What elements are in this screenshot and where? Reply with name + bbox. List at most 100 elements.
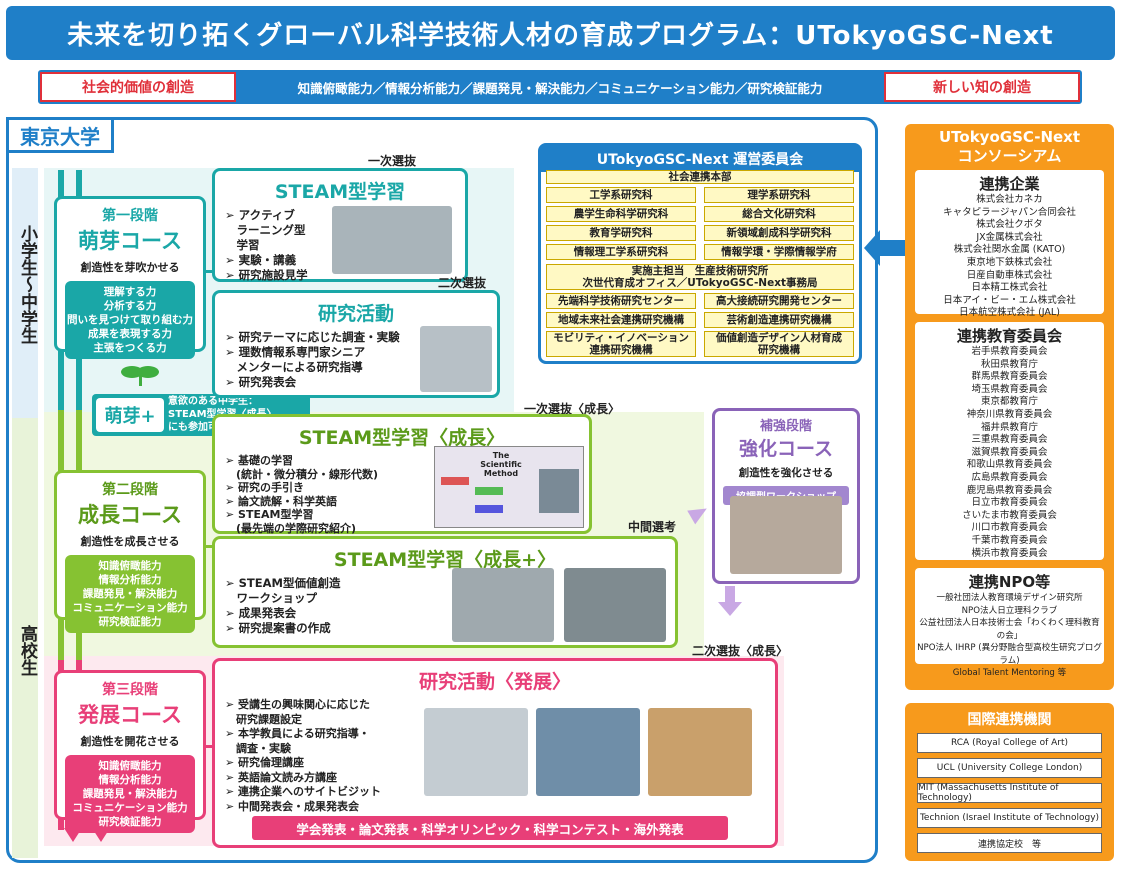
board-item: 鹿児島県教育委員会 <box>966 484 1053 496</box>
company-item: 日本航空株式会社 (JAL) <box>959 307 1060 319</box>
npo-box: 連携NPO等 一般社団法人教育環境デザイン研究所 NPO法人日立理科クラブ 公益… <box>915 568 1104 678</box>
npo-item: NPO法人 IHRP (異分野融合型高校生研究プログラム) <box>917 643 1102 666</box>
stage1-label: 第一段階 <box>102 208 158 224</box>
lab-photo <box>424 708 528 796</box>
company-item: 日本アイ・ビー・エム株式会社 <box>943 294 1076 306</box>
university-tag: 東京大学 <box>6 117 114 153</box>
value-right: 新しい知の創造 <box>884 72 1080 102</box>
committee-cell: 先端科学技術研究センター <box>546 293 696 309</box>
board-item: 三重県教育委員会 <box>971 434 1048 446</box>
workshop-photo <box>730 496 842 574</box>
skill-item: 研究検証能力 <box>98 816 162 828</box>
slide-shape <box>441 477 469 485</box>
skill-item: 理解する力 <box>103 286 157 298</box>
list-item: ➢ 連携企業へのサイトビジット <box>225 785 382 798</box>
steam1-title: STEAM型学習 <box>274 181 406 203</box>
stage2-name: 成長コース <box>78 503 182 527</box>
board-item: 秋田県教育庁 <box>980 358 1038 370</box>
international-item: RCA (Royal College of Art) <box>917 733 1102 753</box>
selection-label: 一次選抜〈成長〉 <box>524 402 621 416</box>
research2-list: ➢ 受講生の興味関心に応じた 研究課題設定 ➢ 本学教員による研究指導・ 調査・… <box>225 698 765 814</box>
committee-cell: 地域未来社会連携研究機構 <box>546 312 696 328</box>
committee-cell: 新領域創成科学研究科 <box>704 225 854 241</box>
stage2-label: 第二段階 <box>102 482 158 498</box>
slide-title: The Scientific Method <box>480 451 522 478</box>
list-item: (統計・微分積分・線形代数) <box>225 467 379 481</box>
stage1-desc: 創造性を芽吹かせる <box>80 261 180 274</box>
international-item: Technion (Israel Institute of Technology… <box>917 808 1102 828</box>
companies-list: 株式会社カネカ キャタピラージャパン合同会社 株式会社クボタ JX金属株式会社 … <box>915 194 1104 320</box>
boards-title: 連携教育委員会 <box>956 327 1062 345</box>
company-item: 東京地下鉄株式会社 <box>966 256 1053 268</box>
stage2-card: 第二段階 成長コース 創造性を成長させる 知識俯瞰能力 情報分析能力 課題発見・… <box>54 470 206 633</box>
board-item: 千葉市教育委員会 <box>971 534 1048 546</box>
international-item: 連携協定校 等 <box>917 833 1102 853</box>
board-item: 岩手県教育委員会 <box>971 346 1048 357</box>
company-item: 株式会社クボタ <box>976 219 1043 231</box>
slide-shape <box>475 505 503 513</box>
list-item: 研究課題設定 <box>225 712 302 726</box>
skill-item: 情報分析能力 <box>98 574 162 586</box>
list-item: ➢ 研究提案書の作成 <box>225 621 331 635</box>
board-item: 埼玉県教育委員会 <box>971 383 1048 395</box>
list-item: ➢ 研究テーマに応じた調査・実験 <box>225 330 400 344</box>
down-arrow-shaft <box>725 586 735 602</box>
consortium-title: UTokyoGSC-Next コンソーシアム <box>938 128 1081 165</box>
board-item: さいたま市教育委員会 <box>962 509 1057 521</box>
skill-item: 主張をつくる力 <box>93 342 167 354</box>
skill-item: 課題発見・解決能力 <box>82 788 178 800</box>
value-left: 社会的価値の創造 <box>40 72 236 102</box>
company-item: JX金属株式会社 <box>976 231 1043 243</box>
list-item: ➢ 受講生の興味関心に応じた <box>225 698 371 711</box>
hokyo-name: 強化コース <box>738 438 834 460</box>
slide-screenshot: The Scientific Method <box>434 446 584 528</box>
committee-cell: 農学生命科学研究科 <box>546 206 696 222</box>
list-item: 調査・実験 <box>225 741 291 755</box>
consortium-panel: UTokyoGSC-Next コンソーシアム 連携企業 株式会社カネカ キャタピ… <box>905 124 1114 690</box>
skill-item: 課題発見・解決能力 <box>82 588 178 600</box>
double-arrow-icon <box>864 226 934 270</box>
npo-item: Global Talent Mentoring 等 <box>952 668 1067 678</box>
stage1-card: 第一段階 萌芽コース 創造性を芽吹かせる 理解する力 分析する力 問いを見つけて… <box>54 196 206 359</box>
board-item: 川口市教育委員会 <box>971 522 1048 534</box>
list-item: ➢ STEAM型価値創造 <box>225 576 341 590</box>
selection-label: 一次選抜 <box>368 154 417 168</box>
stage2-skills: 知識俯瞰能力 情報分析能力 課題発見・解決能力 コミュニケーション能力 研究検証… <box>65 555 195 633</box>
skill-item: 知識俯瞰能力 <box>98 760 162 772</box>
boards-list: 岩手県教育委員会 秋田県教育庁 群馬県教育委員会 埼玉県教育委員会 東京都教育庁… <box>915 346 1104 560</box>
stage3-name: 発展コース <box>78 703 182 727</box>
board-item: 福井県教育庁 <box>980 421 1038 433</box>
selection-label: 中間選考 <box>628 520 677 534</box>
committee-center: 実施主担当 生産技術研究所 次世代育成オフィス／UTokyoGSC-Next事務… <box>546 264 854 290</box>
list-item: 学習 <box>225 238 260 252</box>
list-item: ➢ アクティブ <box>225 208 295 222</box>
stage1-name: 萌芽コース <box>78 229 182 253</box>
committee-cell: 教育学研究科 <box>546 225 696 241</box>
steam3-list: ➢ STEAM型価値創造 ワークショップ ➢ 成果発表会 ➢ 研究提案書の作成 <box>225 576 665 636</box>
skill-item: 成果を表現する力 <box>88 328 172 340</box>
value-middle: 知識俯瞰能力／情報分析能力／課題発見・解決能力／コミュニケーション能力／研究検証… <box>297 80 823 96</box>
steam3-title: STEAM型学習〈成長+〉 <box>333 549 557 571</box>
npo-item: 公益社団法人日本技術士会「わくわく理科教育の会」 <box>919 618 1100 641</box>
list-item: ➢ 基礎の学習 <box>225 454 294 467</box>
committee-cell: 情報学環・学際情報学府 <box>704 244 854 260</box>
npo-item: NPO法人日立理科クラブ <box>961 605 1058 616</box>
skill-item: コミュニケーション能力 <box>72 602 188 614</box>
board-item: 和歌山県教育委員会 <box>966 459 1053 471</box>
companies-box: 連携企業 株式会社カネカ キャタピラージャパン合同会社 株式会社クボタ JX金属… <box>915 170 1104 318</box>
international-item: MIT (Massachusetts Institute of Technolo… <box>917 783 1102 803</box>
board-item: 群馬県教育委員会 <box>971 371 1048 383</box>
committee-cell: 価値創造デザイン人材育成 研究機構 <box>704 331 854 357</box>
npo-list: 一般社団法人教育環境デザイン研究所 NPO法人日立理科クラブ 公益社団法人日本技… <box>915 592 1104 680</box>
international-title: 国際連携機関 <box>967 712 1052 728</box>
company-item: 日本精工株式会社 <box>971 282 1048 294</box>
skill-item: 研究検証能力 <box>98 616 162 628</box>
selection-label: 二次選抜 <box>438 276 487 290</box>
company-item: 株式会社カネカ <box>976 194 1043 205</box>
speaker-video <box>539 469 579 513</box>
npo-title: 連携NPO等 <box>968 573 1051 591</box>
hokyo-desc: 創造性を強化させる <box>738 467 834 479</box>
workshop-photo <box>452 568 554 642</box>
board-item: 神奈川県教育委員会 <box>966 408 1053 420</box>
list-item: ➢ 研究施設見学 <box>225 268 308 282</box>
